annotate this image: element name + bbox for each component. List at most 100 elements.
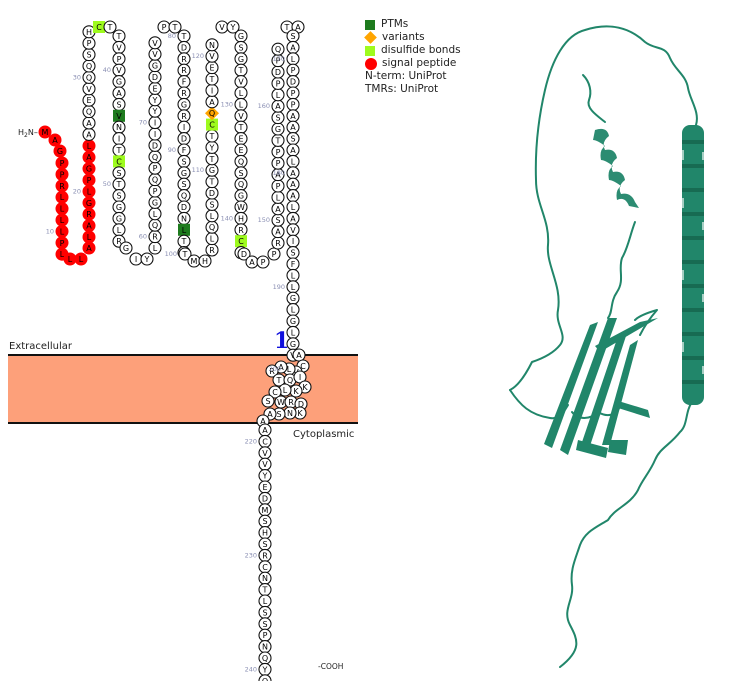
position-label: 100 (165, 250, 177, 258)
svg-text:L: L (276, 193, 281, 202)
residue: I (148, 116, 162, 130)
residue: S (82, 48, 96, 62)
svg-text:T: T (182, 250, 188, 259)
residue: A (286, 109, 300, 123)
residue: G (119, 241, 133, 255)
svg-text:L: L (60, 205, 65, 214)
residue: P (55, 167, 69, 181)
ptm-square-icon (365, 19, 375, 30)
svg-text:L: L (87, 233, 92, 242)
residue: A (82, 150, 96, 164)
svg-text:A: A (275, 228, 281, 237)
tm-helix-index: 1 (274, 328, 289, 354)
svg-text:G: G (181, 100, 187, 109)
residue: G (234, 189, 248, 203)
svg-text:L: L (291, 55, 296, 64)
svg-text:D: D (262, 494, 268, 503)
svg-text:V: V (152, 39, 158, 48)
residue: I (286, 234, 300, 248)
residue: C (235, 235, 247, 248)
svg-text:G: G (290, 294, 296, 303)
svg-text:A: A (86, 130, 92, 139)
svg-text:T: T (209, 155, 215, 164)
svg-text:C: C (262, 437, 268, 446)
svg-text:D: D (290, 78, 296, 87)
residue: G (82, 162, 96, 176)
residue: A (271, 168, 285, 182)
legend-nterm-source: N-term: UniProt (365, 70, 461, 83)
short-alpha-helix (593, 128, 639, 208)
svg-text:A: A (86, 119, 92, 128)
svg-text:L: L (87, 142, 92, 151)
residue: I (177, 120, 191, 134)
residue: L (55, 213, 69, 227)
residue: G (286, 291, 300, 305)
svg-text:T: T (181, 32, 187, 41)
svg-text:S: S (290, 32, 295, 41)
svg-text:L: L (291, 283, 296, 292)
position-label: 200 (269, 365, 281, 373)
svg-text:E: E (152, 84, 157, 93)
residue: Q (82, 59, 96, 73)
residue: L (112, 223, 126, 237)
svg-text:G: G (152, 62, 158, 71)
residue: D (177, 132, 191, 146)
residue: R (55, 179, 69, 193)
residue: D (258, 491, 272, 505)
svg-text:A: A (86, 244, 92, 253)
residue: A (82, 241, 96, 255)
svg-text:A: A (267, 410, 273, 419)
beta-sheet-domain (544, 318, 658, 458)
residue: C (258, 434, 272, 448)
residue: R (82, 207, 96, 221)
residue: N (283, 406, 297, 420)
residue: L (148, 207, 162, 221)
svg-text:H: H (262, 529, 268, 538)
residue: Y (148, 104, 162, 118)
residue: L (55, 190, 69, 204)
svg-text:T: T (238, 123, 244, 132)
svg-text:D: D (181, 203, 187, 212)
legend-tmr-source: TMRs: UniProt (365, 83, 461, 96)
svg-text:I: I (118, 135, 120, 144)
svg-text:H: H (238, 214, 244, 223)
residue: S (258, 617, 272, 631)
svg-text:S: S (209, 200, 214, 209)
position-label: 120 (192, 52, 204, 60)
residue: G (148, 195, 162, 209)
residue: P (55, 236, 69, 250)
residue: A (82, 219, 96, 233)
svg-text:A: A (116, 89, 122, 98)
residue: Q (148, 218, 162, 232)
residue: V (205, 49, 219, 63)
residue: A (286, 177, 300, 191)
residue: N (205, 38, 219, 52)
residue: G (234, 52, 248, 66)
residue: G (112, 211, 126, 225)
svg-text:L: L (182, 226, 187, 235)
residue: G (286, 314, 300, 328)
svg-text:P: P (162, 23, 167, 32)
svg-text:T: T (275, 136, 281, 145)
residue: Q (177, 189, 191, 203)
residue: R (258, 548, 272, 562)
svg-text:Q: Q (275, 45, 281, 54)
legend-label: variants (382, 31, 425, 43)
residue: F (177, 75, 191, 89)
disulfide-square-icon (365, 45, 375, 56)
svg-text:Y: Y (262, 472, 268, 481)
svg-text:D: D (298, 400, 304, 409)
residue: P (271, 54, 285, 68)
residue: G (271, 122, 285, 136)
residue: L (205, 232, 219, 246)
residue: P (286, 86, 300, 100)
legend-item-ptms: PTMs (365, 18, 461, 31)
svg-text:Q: Q (262, 654, 268, 663)
svg-text:G: G (238, 192, 244, 201)
svg-text:Q: Q (238, 157, 244, 166)
svg-text:K: K (293, 387, 299, 396)
position-label: 130 (221, 100, 233, 108)
svg-text:I: I (135, 255, 137, 264)
svg-text:A: A (275, 171, 281, 180)
svg-text:Q: Q (86, 62, 92, 71)
